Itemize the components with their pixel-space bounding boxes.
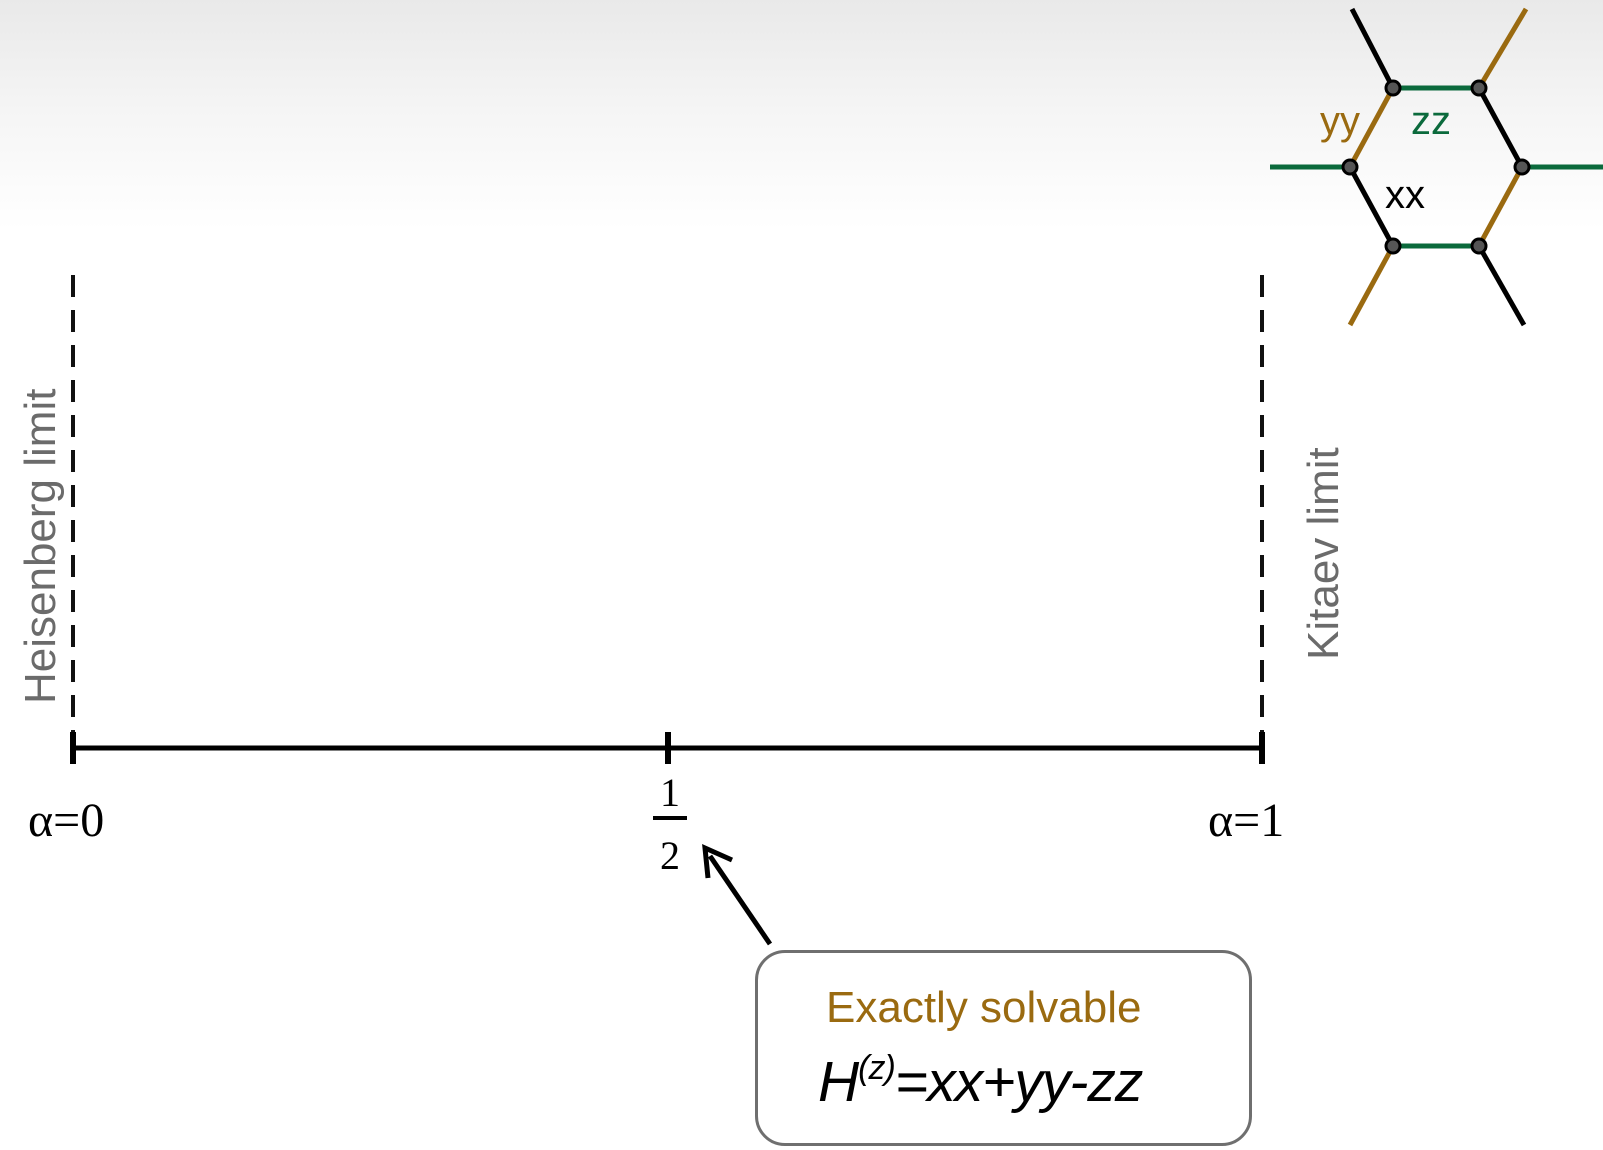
honeycomb-lattice: yy zz xx (1270, 7, 1603, 327)
xx-bond (1476, 244, 1527, 327)
heisenberg-limit-label: Heisenberg limit (16, 389, 65, 704)
half-denominator: 2 (660, 833, 680, 878)
yy-bond (1347, 244, 1396, 327)
lattice-site (1341, 158, 1359, 176)
yy-bond-label: yy (1320, 99, 1360, 143)
xx-bond-label: xx (1385, 173, 1425, 217)
lattice-site (1470, 79, 1488, 97)
lattice-site (1384, 79, 1402, 97)
formula-superscript: (z) (858, 1049, 896, 1087)
formula-h: H (818, 1050, 859, 1114)
lattice-site (1470, 237, 1488, 255)
xx-bond (1347, 165, 1396, 248)
pointer-arrow-head (702, 843, 734, 879)
yy-bond (1476, 7, 1529, 90)
lattice-site (1384, 237, 1402, 255)
yy-bond (1476, 165, 1525, 248)
alpha-zero-label: α=0 (28, 794, 104, 847)
xx-bond (1476, 86, 1525, 169)
lattice-site (1513, 158, 1531, 176)
exactly-solvable-callout: Exactly solvable H(z)=xx+yy-zz (755, 950, 1252, 1146)
callout-title: Exactly solvable (826, 983, 1142, 1032)
xx-bond (1349, 7, 1396, 90)
zz-bond-label: zz (1411, 99, 1451, 143)
half-numerator: 1 (660, 770, 680, 815)
formula-terms: =xx+yy-zz (894, 1050, 1144, 1114)
hamiltonian-formula: H(z)=xx+yy-zz (818, 1049, 1144, 1115)
kitaev-limit-label: Kitaev limit (1299, 447, 1348, 660)
pointer-arrow-shaft (707, 854, 773, 946)
alpha-one-label: α=1 (1208, 794, 1284, 847)
yy-bond (1347, 86, 1396, 169)
